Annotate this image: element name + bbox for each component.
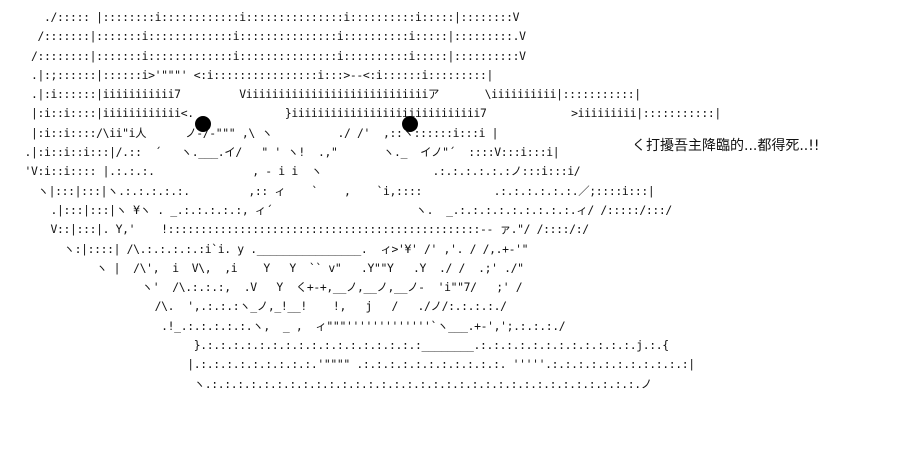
art-line: ヽ|:::|:::|ヽ.:.:.:.:.:. ,:: ィ ` , `i,::::… bbox=[18, 183, 655, 198]
art-line: /:::::::|:::::::i:::::::::::::i:::::::::… bbox=[18, 29, 526, 44]
art-line: 'V:i::i:::: |.:.:.:. , - i i ヽ .:.:.:.:.… bbox=[18, 164, 581, 179]
art-line: ./::::: |::::::::i::::::::::::i:::::::::… bbox=[18, 10, 520, 24]
art-line: |.:.:.:.:.:.:.:.:.:.'"""" .:.:.:.:.:.:.:… bbox=[18, 357, 695, 372]
art-line: .!_.:.:.:.:.:.ヽ, _ , ィ"""'''''''''''''`ヽ… bbox=[18, 318, 566, 333]
art-line: |:i::i::::/\ii"i人 ノ-/-""" ,\ ヽ ./ /' ,::… bbox=[18, 125, 499, 140]
art-line: /\. ',.:.:.:ヽ_ノ,_!__! !, j / ./ノ/:.:.:.:… bbox=[18, 299, 507, 314]
ascii-art-face: ./::::: |::::::::i::::::::::::i:::::::::… bbox=[18, 8, 722, 394]
caption-text: く打擾吾主降臨的...都得死..!! bbox=[632, 138, 820, 154]
left-eye-pupil bbox=[195, 116, 211, 132]
art-line: }.:.:.:.:.:.:.:.:.:.:.:.:.:.:.:.:.:_____… bbox=[18, 338, 669, 353]
art-line: ヽ:|::::| /\.:.:.:.:.:i`i. y .___________… bbox=[18, 241, 529, 256]
art-line: .|:;::::::|::::::i>'"""' <:i::::::::::::… bbox=[18, 67, 494, 82]
art-line: /::::::::|:::::::i:::::::::::::i::::::::… bbox=[18, 48, 526, 63]
art-line: .|:::|:::|ヽ ¥ヽ . _.:.:.:.:.:, ィ´ ヽ. _.:.… bbox=[18, 202, 673, 217]
art-line: ヽ.:.:.:.:.:.:.:.:.:.:.:.:.:.:.:.:.:.:.:.… bbox=[18, 376, 652, 391]
art-line: .|:i::i::i:::|/.:: ´ ヽ.___.イ/ " ' ヽ! .,"… bbox=[18, 145, 560, 160]
art-line: |:i::i::::|iiiiiiiiiiii<. }iiiiiiiiiiiii… bbox=[18, 106, 721, 121]
art-line: ヽ' /\.:.:.:, .V Y く+-+,__ノ,__ノ,__ノ- 'i""… bbox=[18, 280, 523, 295]
art-line: .|:i::::::|iiiiiiiiiii7 Viiiiiiiiiiiiiii… bbox=[18, 87, 641, 102]
art-line: ヽ | /\', i V\, ,i Y Y `` v" .Y""Y .Y ./ … bbox=[18, 260, 524, 275]
art-line: V::|:::|. Y,' !:::::::::::::::::::::::::… bbox=[18, 222, 590, 237]
right-eye-pupil bbox=[402, 116, 418, 132]
